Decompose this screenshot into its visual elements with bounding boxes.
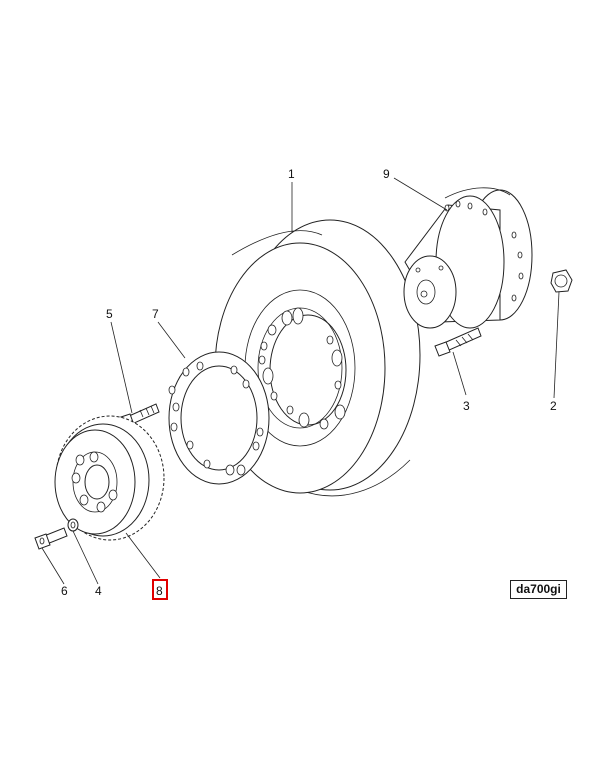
part-4-washer[interactable]	[67, 518, 79, 532]
callout-8: 8	[156, 584, 163, 598]
part-3-bolt[interactable]	[434, 327, 482, 357]
part-8-gear[interactable]	[54, 415, 165, 541]
part-7-flange[interactable]	[168, 351, 270, 485]
part-2-nut[interactable]	[550, 269, 573, 293]
part-6-bolt[interactable]	[34, 527, 68, 550]
callout-8-highlight[interactable]: 8	[152, 579, 168, 600]
leader-lines	[41, 177, 560, 585]
drawing-code-label: da700gi	[510, 580, 567, 599]
part-9-hub[interactable]	[403, 187, 533, 329]
callout-4: 4	[95, 584, 102, 598]
callout-7: 7	[152, 307, 159, 321]
callout-6: 6	[61, 584, 68, 598]
callout-5: 5	[106, 307, 113, 321]
callout-9: 9	[383, 167, 390, 181]
callout-1: 1	[288, 167, 295, 181]
callout-3: 3	[463, 399, 470, 413]
callout-2: 2	[550, 399, 557, 413]
